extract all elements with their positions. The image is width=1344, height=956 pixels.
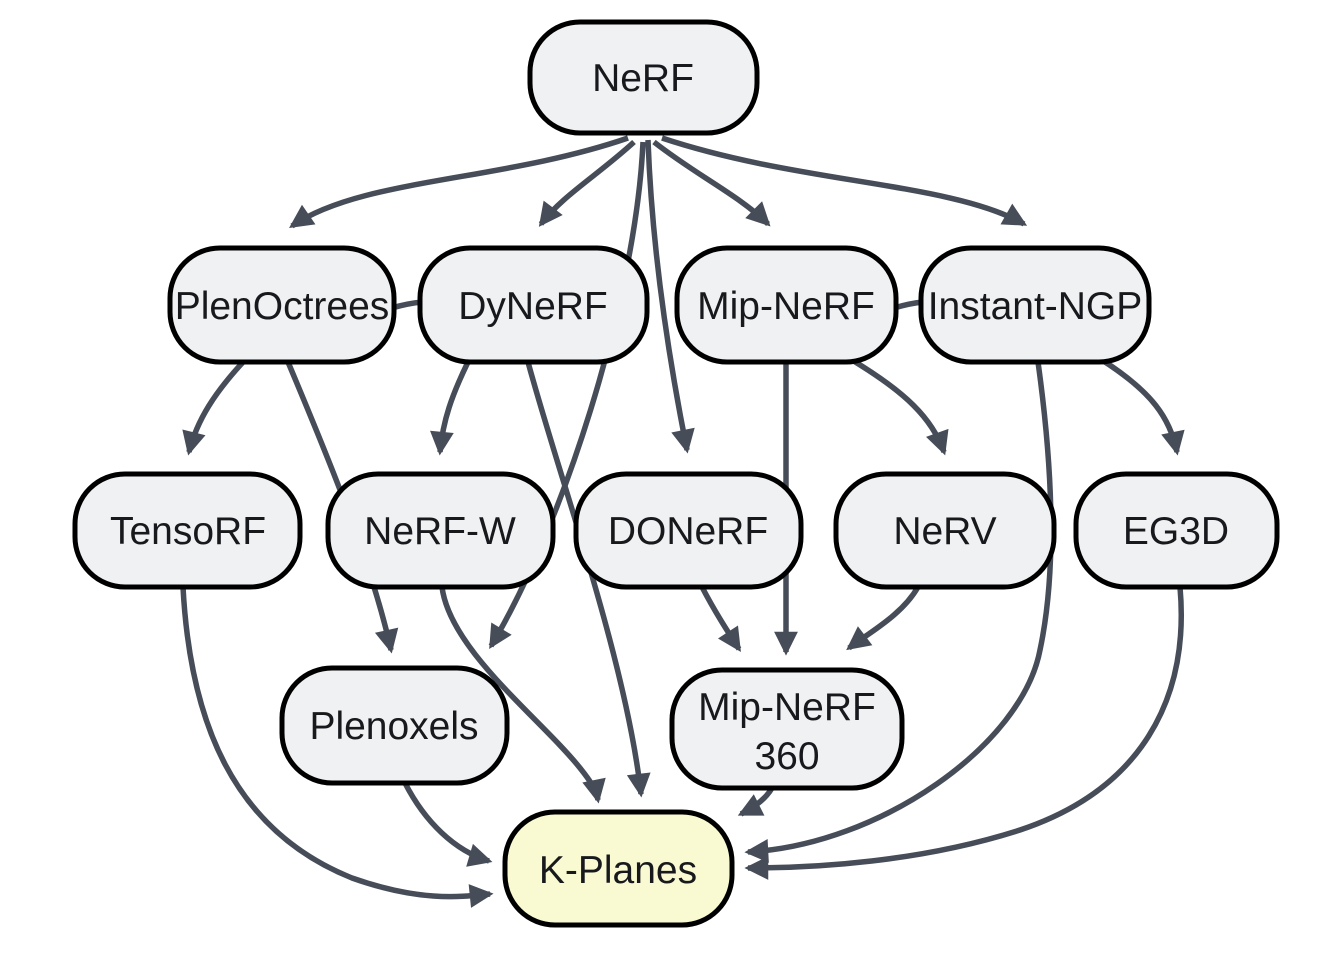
edge-eg3d-kplanes (744, 586, 1184, 880)
node-dynerf: DyNeRF (417, 245, 650, 365)
node-nerv: NeRV (833, 471, 1057, 590)
edge-nerf-plenoxels (488, 141, 646, 650)
edge-dynerf-nerfw (430, 360, 471, 456)
edge-instantngp-kplanes (744, 361, 1054, 863)
edge-mipnerf-nerv (850, 357, 949, 456)
edge-nerv-mipnerf360 (846, 585, 921, 651)
node-kplanes: K-Planes (502, 809, 735, 928)
node-tensorf: TensoRF (72, 471, 303, 590)
node-mipnerf360-label-line1: Mip-NeRF (698, 686, 876, 729)
edge-plenoxels-kplanes (402, 781, 493, 867)
node-plenoctrees: PlenOctrees (167, 245, 397, 365)
node-mipnerf360: Mip-NeRF 360 (669, 667, 905, 791)
node-dynerf-label: DyNeRF (458, 285, 608, 328)
node-mipnerf-label: Mip-NeRF (697, 285, 875, 328)
node-nerf-label: NeRF (592, 57, 694, 100)
node-nerfw-label: NeRF-W (364, 510, 516, 553)
node-tensorf-label: TensoRF (110, 510, 266, 553)
node-eg3d-label: EG3D (1123, 510, 1229, 553)
node-layer: NeRF PlenOctrees DyNeRF Mip-NeRF Instant… (72, 19, 1280, 928)
node-mipnerf360-label-line2: 360 (754, 735, 819, 778)
edge-nerfw-kplanes (439, 586, 606, 804)
node-kplanes-label: K-Planes (539, 849, 697, 892)
edge-donerf-mipnerf360 (699, 585, 742, 653)
edge-nerf-instantngp (661, 135, 1028, 227)
node-donerf: DONeRF (573, 471, 804, 590)
edge-tensorf-kplanes (180, 586, 494, 908)
node-plenoxels-label: Plenoxels (309, 705, 478, 748)
edge-mipnerf360-kplanes (737, 786, 775, 817)
node-instantngp-label: Instant-NGP (928, 285, 1143, 328)
node-nerfw: NeRF-W (325, 471, 556, 590)
node-nerv-label: NeRV (893, 510, 996, 553)
node-mipnerf: Mip-NeRF (674, 245, 899, 365)
node-eg3d: EG3D (1073, 471, 1280, 590)
edge-nerf-donerf (645, 139, 695, 454)
node-plenoctrees-label: PlenOctrees (175, 285, 390, 328)
edge-nerf-mipnerf (652, 139, 771, 227)
edge-nerf-plenoctrees (289, 135, 629, 229)
node-instantngp: Instant-NGP (918, 245, 1152, 365)
edge-plenoctrees-tensorf (182, 358, 248, 456)
node-plenoxels: Plenoxels (279, 665, 510, 786)
node-nerf: NeRF (527, 19, 760, 136)
edge-instantngp-eg3d (1100, 357, 1185, 456)
node-donerf-label: DONeRF (608, 510, 768, 553)
edge-nerf-dynerf (538, 139, 636, 227)
